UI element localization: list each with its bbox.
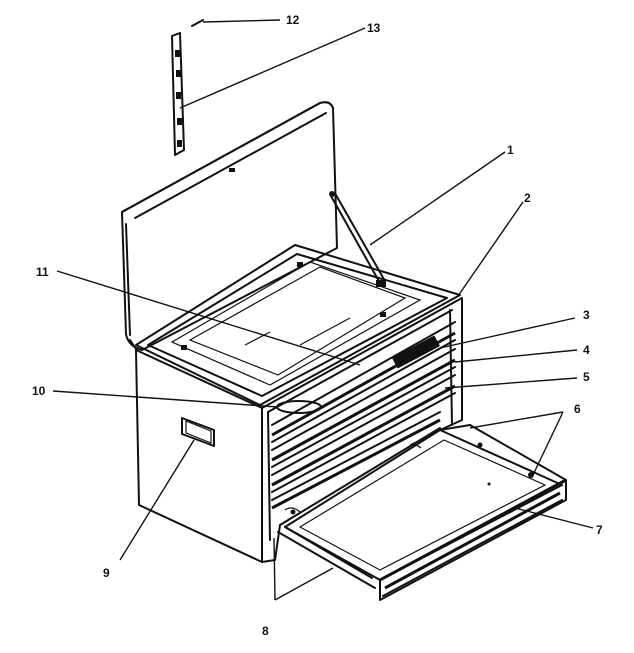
callout-11: 11 [36, 265, 49, 279]
drawer-stack [271, 321, 456, 510]
callout-2: 2 [524, 191, 531, 205]
leader-2 [457, 201, 524, 297]
leader-8b [274, 567, 334, 601]
lid [121, 101, 338, 351]
leader-8a [273, 537, 276, 601]
callout-8: 8 [262, 624, 269, 638]
leader-7 [514, 507, 594, 529]
callout-labels: 1 2 3 4 5 6 7 8 9 10 11 12 13 [32, 13, 603, 638]
leader-9 [119, 439, 195, 561]
leader-12 [202, 19, 281, 23]
leader-6b [532, 411, 564, 476]
callout-6: 6 [574, 402, 581, 416]
open-drawer [277, 424, 567, 601]
hinge-pin [191, 19, 204, 27]
callout-7: 7 [596, 523, 603, 537]
leader-10 [52, 390, 279, 408]
leader-1 [369, 151, 506, 246]
callout-13: 13 [367, 21, 381, 35]
callout-1: 1 [507, 143, 514, 157]
leader-5 [444, 377, 578, 389]
hinge-strip [171, 32, 185, 156]
leader-4 [454, 349, 578, 363]
callout-10: 10 [32, 384, 46, 398]
leader-3 [439, 317, 576, 349]
callout-9: 9 [103, 566, 110, 580]
leader-13 [179, 27, 366, 109]
leader-11 [56, 270, 361, 366]
callout-4: 4 [583, 343, 590, 357]
callout-5: 5 [583, 370, 590, 384]
callout-3: 3 [583, 308, 590, 322]
callout-12: 12 [286, 13, 300, 27]
leader-6a [469, 411, 564, 429]
leader-lines [52, 19, 594, 601]
